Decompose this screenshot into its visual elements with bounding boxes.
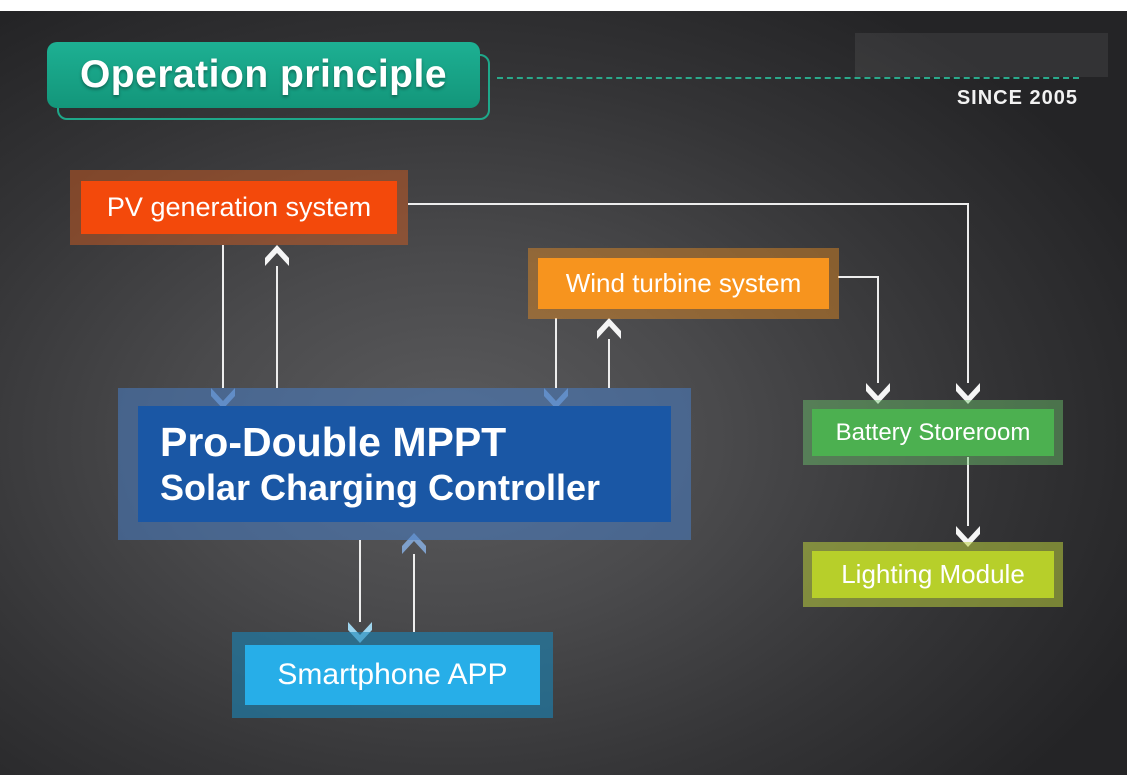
lighting-module-node: Lighting Module [803, 542, 1063, 607]
wind-turbine-system-label: Wind turbine system [538, 258, 829, 309]
controller-label-line2: Solar Charging Controller [160, 467, 601, 508]
connector-layer [211, 203, 980, 643]
watermark-area [855, 33, 1108, 77]
pv-generation-system-label: PV generation system [81, 181, 397, 234]
page-title: Operation principle [79, 53, 448, 96]
arrow-down-into-battery-from-pv-icon [956, 383, 980, 404]
lighting-module-label: Lighting Module [812, 551, 1054, 598]
wind-turbine-system-node: Wind turbine system [528, 248, 839, 319]
slide-background: Operation principle SINCE 2005 [0, 11, 1127, 775]
battery-storeroom-node: Battery Storeroom [803, 400, 1063, 465]
solar-charging-controller-labels: Pro-Double MPPT Solar Charging Controlle… [138, 406, 671, 522]
battery-storeroom-label: Battery Storeroom [812, 409, 1054, 456]
controller-label-line1: Pro-Double MPPT [160, 419, 507, 465]
pv-generation-system-node: PV generation system [70, 170, 408, 245]
solar-charging-controller-node: Pro-Double MPPT Solar Charging Controlle… [118, 388, 691, 540]
arrow-up-into-pv-icon [265, 245, 289, 266]
header-dashed-line [497, 77, 1079, 79]
edge-wind-to-battery-line [838, 276, 879, 383]
since-label: SINCE 2005 [956, 87, 1078, 109]
arrow-down-into-battery-from-wind-icon [866, 383, 890, 404]
title-banner: Operation principle [47, 42, 480, 108]
connector-lines [222, 203, 969, 632]
edge-pv-to-battery-line [408, 203, 969, 383]
arrow-up-into-wind-icon [597, 318, 621, 339]
smartphone-app-label: Smartphone APP [245, 645, 540, 705]
smartphone-app-node: Smartphone APP [232, 632, 553, 718]
